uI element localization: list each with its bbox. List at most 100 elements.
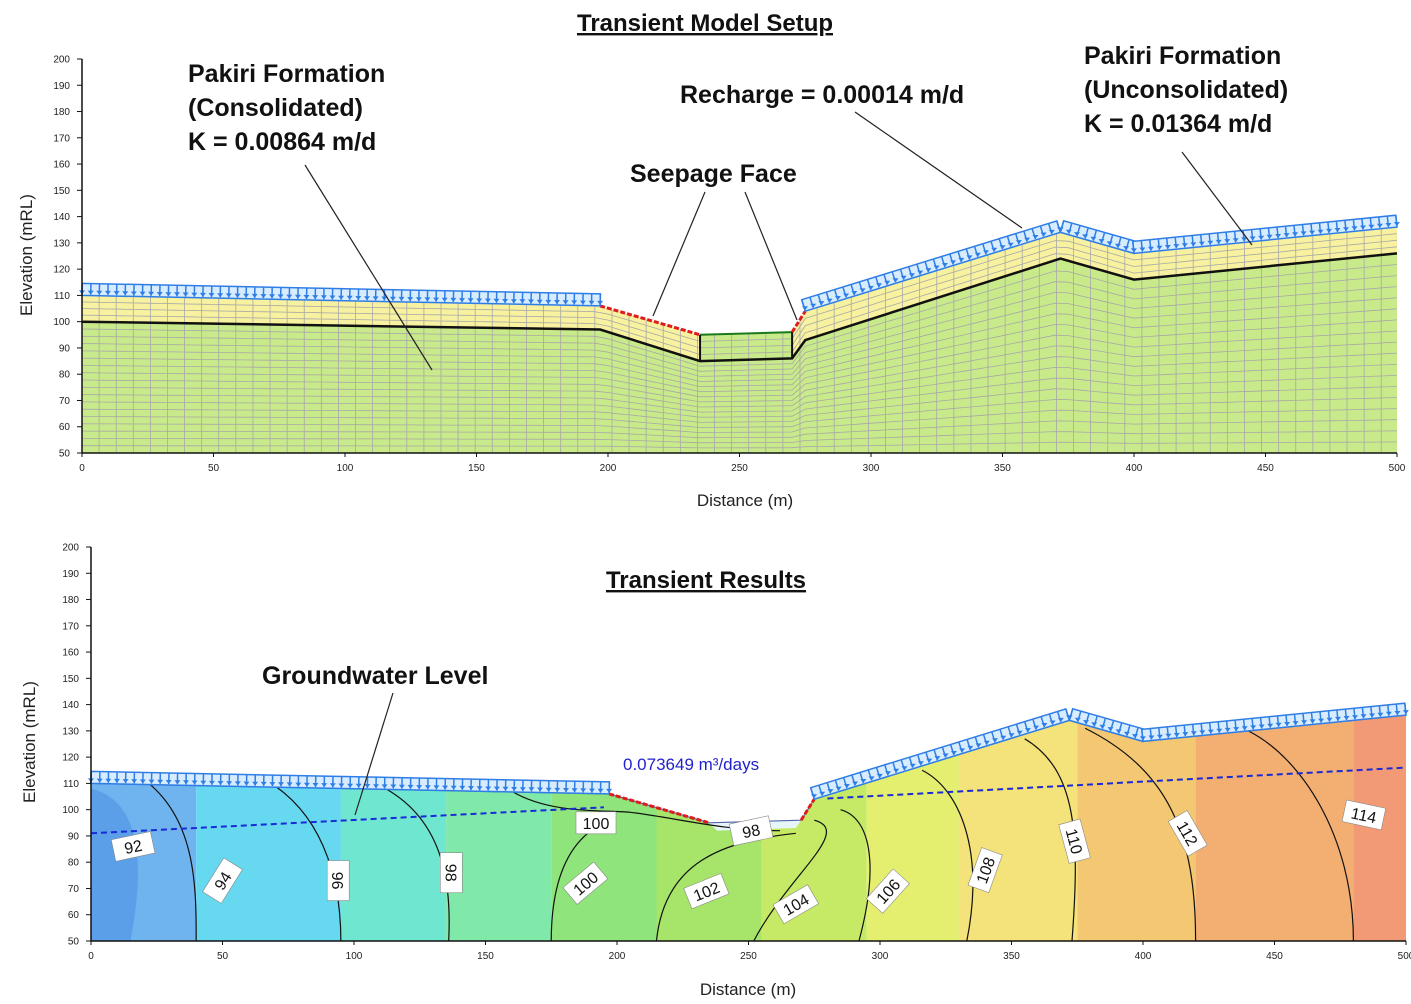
recharge-arrowhead <box>252 781 259 786</box>
recharge-arrowhead <box>1241 237 1248 242</box>
seepage-face-right <box>799 798 816 821</box>
y-tick-label: 180 <box>53 107 70 118</box>
recharge-arrowhead <box>329 295 336 300</box>
recharge-arrowhead <box>562 300 569 305</box>
y-tick-label: 170 <box>62 621 79 632</box>
recharge-arrowhead <box>528 787 535 792</box>
recharge-arrowhead <box>876 773 883 778</box>
contour-line <box>274 785 342 941</box>
y-tick-label: 150 <box>53 186 70 197</box>
recharge-arrowhead <box>1156 734 1163 739</box>
x-tick-label: 50 <box>208 463 220 474</box>
recharge-arrowhead <box>1024 237 1031 242</box>
recharge-arrowhead <box>303 295 310 299</box>
x-tick-label: 0 <box>88 951 94 962</box>
recharge-arrowhead <box>389 296 396 301</box>
head-band <box>866 754 959 941</box>
recharge-arrowhead <box>191 780 198 785</box>
contour-line <box>148 782 197 941</box>
recharge-arrowhead <box>511 787 518 791</box>
recharge-arrowhead <box>174 780 181 785</box>
recharge-arrowhead <box>1267 723 1274 728</box>
x-tick-label: 100 <box>346 951 363 962</box>
recharge-arrowhead <box>1199 730 1206 735</box>
recharge-arrowhead <box>1326 228 1332 233</box>
recharge-arrowhead <box>467 298 474 303</box>
y-tick-label: 110 <box>63 779 79 790</box>
recharge-arrowhead <box>269 294 275 299</box>
mesh-line-h <box>82 408 1397 434</box>
recharge-arrowhead <box>571 788 578 793</box>
y-tick-label: 60 <box>68 910 80 921</box>
contour-label-text: 100 <box>583 816 610 833</box>
groundwater-level-right <box>827 766 1407 800</box>
groundwater-level-left <box>90 806 604 835</box>
recharge-arrowhead <box>1091 722 1098 727</box>
recharge-arrowhead <box>113 778 120 783</box>
recharge-arrowhead <box>1393 222 1400 227</box>
top-boundaries <box>81 252 1398 363</box>
recharge-arrowhead <box>843 784 850 788</box>
head-band <box>196 785 341 941</box>
recharge-arrowhead <box>819 791 826 796</box>
recharge-arrowhead <box>407 297 414 302</box>
contour-line <box>1247 730 1354 941</box>
recharge-arrowhead <box>225 293 232 298</box>
recharge-arrowhead <box>476 786 483 791</box>
y-tick-label: 50 <box>59 449 71 460</box>
recharge-arrowhead <box>294 294 301 299</box>
recharge-arrowhead <box>260 781 267 786</box>
recharge-arrowhead <box>1139 247 1146 252</box>
contour-label-box <box>1058 818 1091 864</box>
recharge-arrowhead <box>148 291 155 296</box>
recharge-arrowhead <box>1106 241 1113 246</box>
contour-label-box <box>683 873 730 910</box>
recharge-arrowhead <box>1066 715 1073 720</box>
mesh-line-h <box>82 239 1397 349</box>
recharge-arrowhead <box>372 296 379 301</box>
recharge-arrowhead <box>338 295 345 300</box>
recharge-arrowhead <box>303 782 310 787</box>
y-tick-label: 130 <box>62 726 79 737</box>
y-tick-label: 50 <box>68 937 80 948</box>
recharge-arrowhead <box>1173 244 1180 249</box>
recharge-arrowhead <box>867 285 874 290</box>
recharge-arrowhead <box>519 299 526 304</box>
recharge-arrowhead <box>96 778 103 783</box>
recharge-arrowhead <box>1090 236 1097 241</box>
y-tick-label: 70 <box>59 396 71 407</box>
recharge-arrowhead <box>148 779 155 784</box>
mesh-line-h <box>82 386 1397 423</box>
recharge-arrowhead <box>1300 231 1307 236</box>
recharge-arrowhead <box>1249 236 1256 241</box>
x-tick-label: 200 <box>600 463 617 474</box>
contour-line <box>921 769 974 941</box>
recharge-arrowhead <box>174 292 180 297</box>
recharge-arrowhead <box>1275 722 1282 727</box>
recharge-arrowhead <box>1284 722 1291 726</box>
recharge-arrowhead <box>104 290 111 295</box>
recharge-arrowhead <box>1301 720 1308 725</box>
recharge-arrowhead <box>893 768 900 773</box>
recharge-arrowhead <box>1130 248 1137 253</box>
mesh-line-h <box>82 275 1397 372</box>
recharge-arrowhead <box>1000 735 1007 740</box>
recharge-arrowhead <box>563 788 569 792</box>
recharge-arrowhead <box>199 292 206 297</box>
contour-label: 100 <box>575 811 617 835</box>
leader-seepage-left <box>652 191 706 317</box>
recharge-arrowhead <box>1216 728 1223 733</box>
recharge-arrowhead <box>606 788 613 793</box>
x-tick-label: 400 <box>1135 951 1152 962</box>
recharge-arrowhead <box>1098 239 1105 244</box>
top-title: Transient Model Setup <box>577 10 833 37</box>
y-tick-label: 190 <box>62 569 79 580</box>
recharge-arrowhead <box>967 745 974 750</box>
y-tick-label: 70 <box>68 884 80 895</box>
recharge-arrowhead <box>537 787 543 792</box>
recharge-arrowhead <box>234 781 241 786</box>
contour-label-box <box>1167 810 1208 857</box>
top-y-axis-label: Elevation (mRL) <box>17 194 36 316</box>
recharge-arrowhead <box>433 785 440 790</box>
